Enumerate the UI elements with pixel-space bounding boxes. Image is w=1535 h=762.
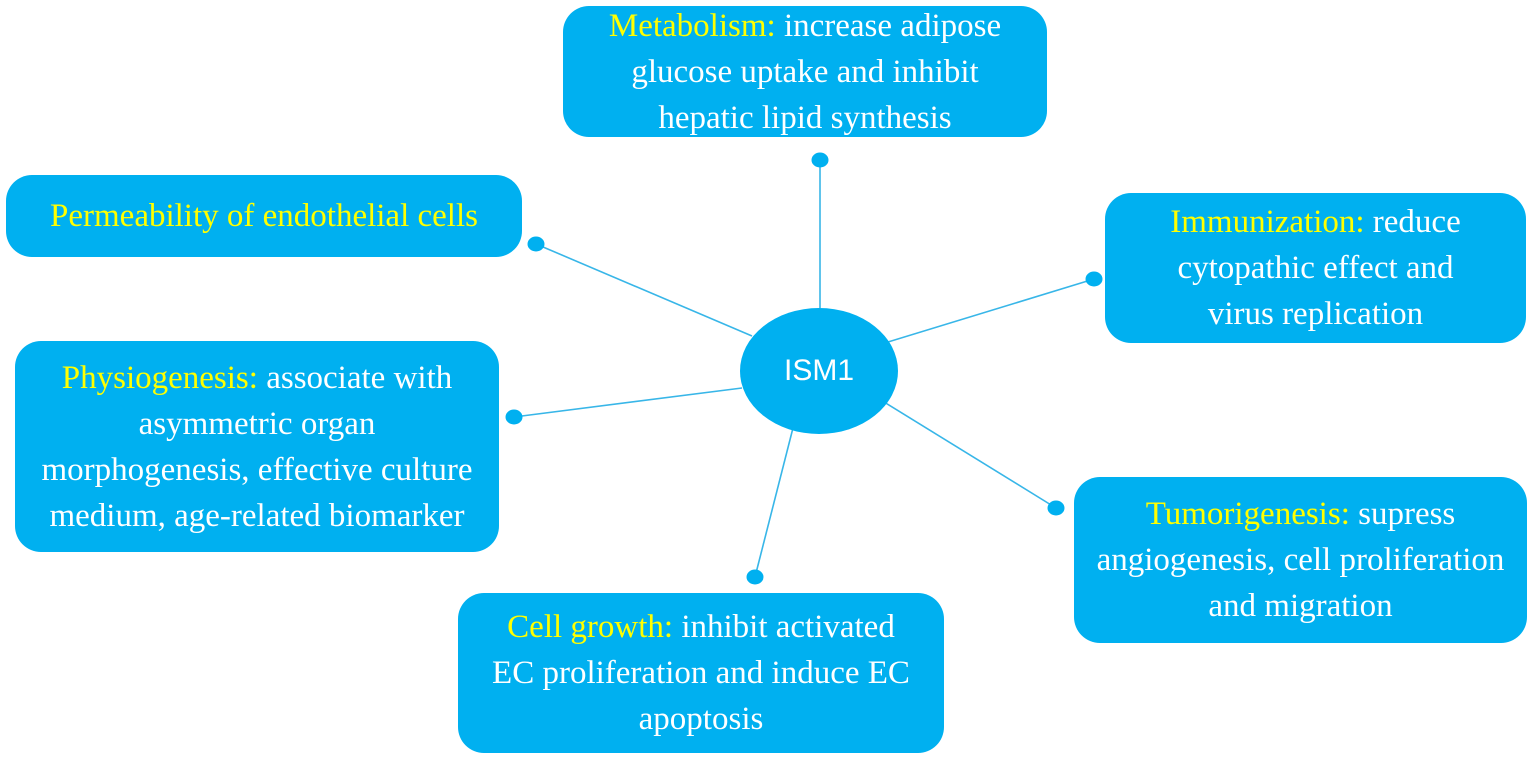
node-immunization-text: reduce cytopathic effect and virus repli… bbox=[1177, 204, 1461, 332]
connector-dot-physiogenesis bbox=[505, 409, 523, 425]
node-immunization: Immunization: reduce cytopathic effect a… bbox=[1105, 193, 1526, 343]
connector-line-cell-growth bbox=[754, 423, 795, 578]
node-tumorigenesis-heading: Tumorigenesis: bbox=[1145, 496, 1350, 532]
connector-dot-tumorigenesis bbox=[1047, 500, 1065, 516]
node-tumorigenesis: Tumorigenesis: supress angiogenesis, cel… bbox=[1074, 477, 1527, 643]
node-physiogenesis-heading: Physiogenesis: bbox=[61, 359, 258, 396]
connector-dot-immunization bbox=[1085, 271, 1103, 287]
node-cell-growth-heading: Cell growth: bbox=[507, 609, 674, 645]
connector-dot-cell-growth bbox=[746, 569, 764, 585]
node-tumorigenesis-text: supress angiogenesis, cell proliferation… bbox=[1096, 496, 1505, 624]
node-metabolism-text: increase adipose glucose uptake and inhi… bbox=[631, 7, 1002, 136]
node-immunization-heading: Immunization: bbox=[1170, 204, 1365, 240]
connector-line-permeability bbox=[535, 243, 753, 337]
connector-line-immunization bbox=[887, 278, 1095, 343]
node-physiogenesis-text: associate with asymmetric organ morphoge… bbox=[41, 359, 473, 534]
node-physiogenesis: Physiogenesis: associate with asymmetric… bbox=[15, 341, 499, 552]
node-permeability: Permeability of endothelial cells bbox=[6, 175, 522, 257]
node-metabolism-heading: Metabolism: bbox=[608, 7, 776, 44]
connector-line-tumorigenesis bbox=[883, 401, 1057, 509]
connector-line-physiogenesis bbox=[513, 387, 743, 418]
connector-dot-metabolism bbox=[811, 152, 829, 168]
connector-dot-permeability bbox=[527, 236, 545, 252]
node-cell-growth-text: inhibit activated EC proliferation and i… bbox=[492, 609, 910, 737]
node-permeability-heading: Permeability of endothelial cells bbox=[50, 198, 478, 234]
center-node-ism1: ISM1 bbox=[740, 308, 898, 434]
node-metabolism: Metabolism: increase adipose glucose upt… bbox=[563, 6, 1047, 137]
node-cell-growth: Cell growth: inhibit activated EC prolif… bbox=[458, 593, 944, 753]
